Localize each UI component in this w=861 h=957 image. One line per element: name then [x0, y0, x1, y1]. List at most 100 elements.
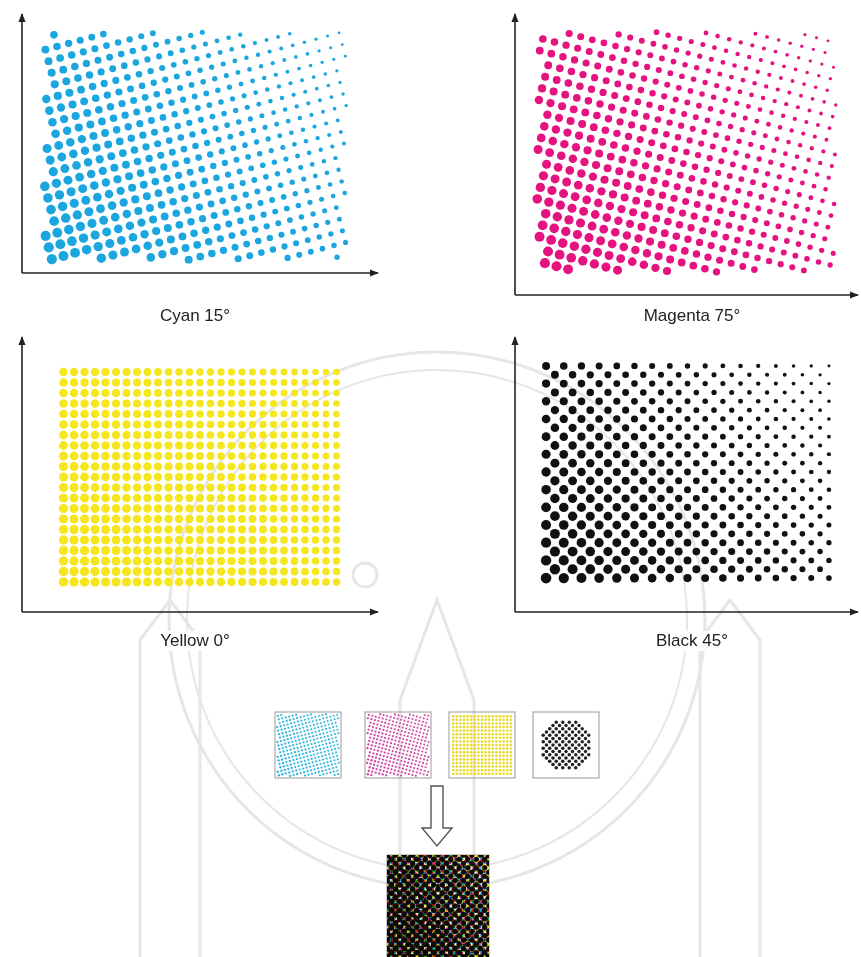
- halftone-dot: [735, 188, 741, 194]
- halftone-dot: [133, 410, 141, 418]
- halftone-dot: [286, 168, 291, 173]
- halftone-dot: [604, 389, 611, 396]
- halftone-dot: [675, 425, 681, 431]
- halftone-dot: [45, 106, 54, 115]
- halftone-dot: [91, 441, 100, 450]
- halftone-dot: [282, 762, 284, 764]
- halftone-dot: [154, 504, 162, 512]
- halftone-dot: [702, 521, 709, 528]
- halftone-dot: [564, 215, 573, 224]
- halftone-dot: [675, 477, 682, 484]
- halftone-dot: [155, 239, 163, 247]
- halftone-dot: [570, 241, 579, 250]
- halftone-dot: [238, 484, 246, 492]
- halftone-dot: [266, 136, 271, 141]
- halftone-dot: [158, 250, 166, 258]
- halftone-dot: [112, 483, 121, 492]
- halftone-dot: [660, 142, 667, 149]
- halftone-dot: [54, 92, 62, 100]
- halftone-dot: [582, 195, 591, 204]
- halftone-dot: [150, 30, 156, 36]
- halftone-dot: [291, 421, 298, 428]
- halftone-dot: [648, 139, 655, 146]
- halftone-dot: [737, 487, 743, 493]
- halftone-dot: [70, 473, 79, 482]
- halftone-dot: [694, 201, 701, 208]
- halftone-dot: [639, 38, 645, 44]
- halftone-dot: [68, 51, 75, 58]
- halftone-dot: [738, 451, 744, 457]
- halftone-dot: [232, 244, 239, 251]
- halftone-dot: [136, 120, 143, 127]
- halftone-dot: [600, 176, 608, 184]
- halftone-dot: [322, 484, 329, 491]
- halftone-dot: [90, 181, 99, 190]
- halftone-dot: [291, 431, 298, 438]
- halftone-dot: [702, 504, 709, 511]
- halftone-dot: [217, 400, 224, 407]
- halftone-dot: [538, 84, 546, 92]
- halftone-dot: [262, 76, 267, 81]
- halftone-dot: [47, 254, 57, 264]
- halftone-dot: [115, 39, 122, 46]
- halftone-dot: [579, 207, 588, 216]
- halftone-dot: [738, 176, 744, 182]
- halftone-dot: [230, 96, 235, 101]
- halftone-dot: [814, 85, 818, 89]
- halftone-dot: [577, 555, 587, 565]
- halftone-dot: [137, 169, 145, 177]
- halftone-dot: [89, 83, 97, 91]
- halftone-dot: [801, 391, 805, 395]
- halftone-dot: [666, 539, 674, 547]
- halftone-dot: [257, 151, 263, 157]
- halftone-dot: [112, 368, 120, 376]
- halftone-dot: [640, 407, 647, 414]
- halftone-dot: [699, 91, 705, 97]
- halftone-dot: [280, 557, 288, 565]
- halftone-dot: [160, 114, 167, 121]
- halftone-dot: [639, 530, 647, 538]
- halftone-dot: [249, 452, 257, 460]
- halftone-dot: [312, 432, 319, 439]
- halftone-dot: [555, 250, 565, 260]
- halftone-dot: [70, 462, 79, 471]
- halftone-dot: [680, 160, 687, 167]
- halftone-dot: [327, 84, 331, 88]
- halftone-dot: [125, 123, 132, 130]
- halftone-dot: [342, 191, 347, 196]
- halftone-dot: [693, 530, 700, 537]
- halftone-dot: [154, 400, 162, 408]
- halftone-dot: [578, 120, 586, 128]
- halftone-dot: [198, 166, 205, 173]
- halftone-dot: [221, 62, 226, 67]
- halftone-dot: [542, 415, 551, 424]
- halftone-dot: [287, 217, 293, 223]
- halftone-dot: [270, 410, 277, 417]
- halftone-dot: [713, 268, 720, 275]
- halftone-dot: [764, 84, 768, 88]
- halftone-dot: [145, 106, 152, 113]
- halftone-dot: [133, 515, 142, 524]
- halftone-dot: [655, 116, 662, 123]
- halftone-dot: [595, 450, 603, 458]
- halftone-dot: [658, 241, 666, 249]
- halftone-dot: [271, 110, 276, 115]
- halftone-dot: [196, 421, 204, 429]
- halftone-dot: [773, 186, 778, 191]
- halftone-dot: [133, 494, 142, 503]
- halftone-dot: [554, 163, 563, 172]
- halftone-dot: [586, 547, 596, 557]
- halftone-dot: [143, 494, 151, 502]
- halftone-dot: [164, 567, 173, 576]
- halftone-dot: [259, 64, 263, 68]
- halftone-dot: [185, 462, 193, 470]
- halftone-dot: [819, 112, 823, 116]
- magenta-halftone-screen: [532, 29, 837, 275]
- halftone-dot: [280, 400, 287, 407]
- halftone-dot: [608, 239, 617, 248]
- halftone-dot: [685, 398, 691, 404]
- halftone-dot: [747, 191, 753, 197]
- halftone-dot: [188, 33, 193, 38]
- halftone-dot: [206, 494, 214, 502]
- halftone-dot: [578, 256, 587, 265]
